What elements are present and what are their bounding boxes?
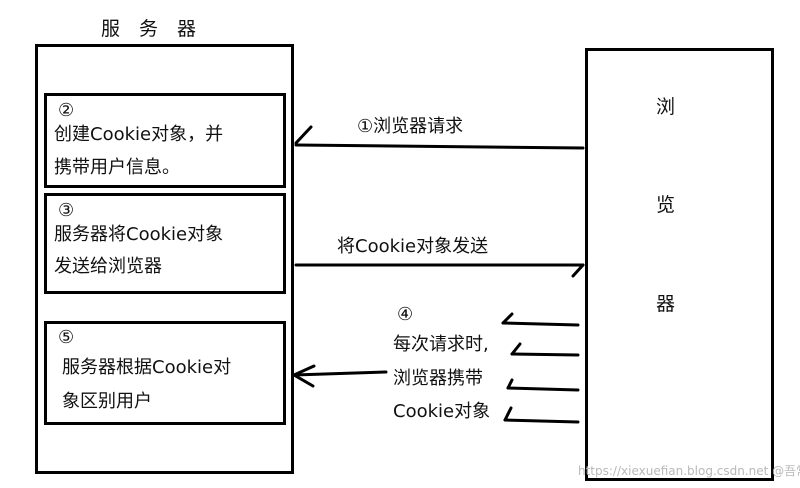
request-label: ①浏览器请求: [357, 116, 464, 137]
identify-arrow-head-top: [292, 364, 316, 377]
send-cookie-label: 将Cookie对象发送: [337, 236, 489, 257]
step-3-box: [44, 193, 286, 294]
request-arrow-line: [294, 143, 585, 150]
browser-char-2: 览: [656, 194, 676, 216]
browser-char-3: 器: [656, 293, 676, 315]
browser-box: [585, 48, 774, 481]
carry-arrow-3-line: [506, 386, 580, 392]
step-5-line1: 服务器根据Cookie对: [62, 357, 232, 378]
carry-arrow-2-line: [510, 352, 580, 357]
request-arrow-head: [294, 125, 313, 145]
step-4-number: ④: [397, 304, 414, 325]
step-4-line1: 每次请求时,: [393, 334, 489, 355]
server-box: [35, 44, 294, 474]
step-2-line1: 创建Cookie对象，并: [54, 124, 224, 145]
identify-arrow-line: [292, 370, 388, 377]
carry-arrow-1-head: [501, 312, 514, 325]
watermark: https://xiexuefian.blog.csdn.net @吾常生果: [578, 464, 800, 478]
identify-arrow-head-bottom: [292, 373, 315, 388]
step-3-line1: 服务器将Cookie对象: [54, 224, 224, 245]
step-4-line3: Cookie对象: [393, 401, 491, 422]
carry-arrow-1-line: [501, 321, 580, 327]
step-3-number: ③: [58, 200, 75, 221]
step-2-line2: 携带用户信息。: [54, 157, 180, 178]
step-2-number: ②: [58, 100, 75, 121]
carry-arrow-4-head: [503, 406, 513, 422]
send-cookie-arrow-head: [571, 263, 585, 278]
carry-arrow-3-head: [506, 378, 514, 390]
step-3-line2: 发送给浏览器: [54, 256, 162, 277]
server-title: 服 务 器: [101, 18, 197, 40]
step-5-box: [44, 321, 286, 425]
carry-arrow-4-line: [503, 418, 580, 424]
browser-char-1: 浏: [656, 96, 676, 118]
step-5-line2: 象区别用户: [62, 391, 152, 412]
carry-arrow-2-head: [510, 342, 522, 356]
step-5-number: ⑤: [58, 327, 75, 348]
step-2-box: [44, 93, 286, 188]
step-4-line2: 浏览器携带: [393, 368, 483, 389]
